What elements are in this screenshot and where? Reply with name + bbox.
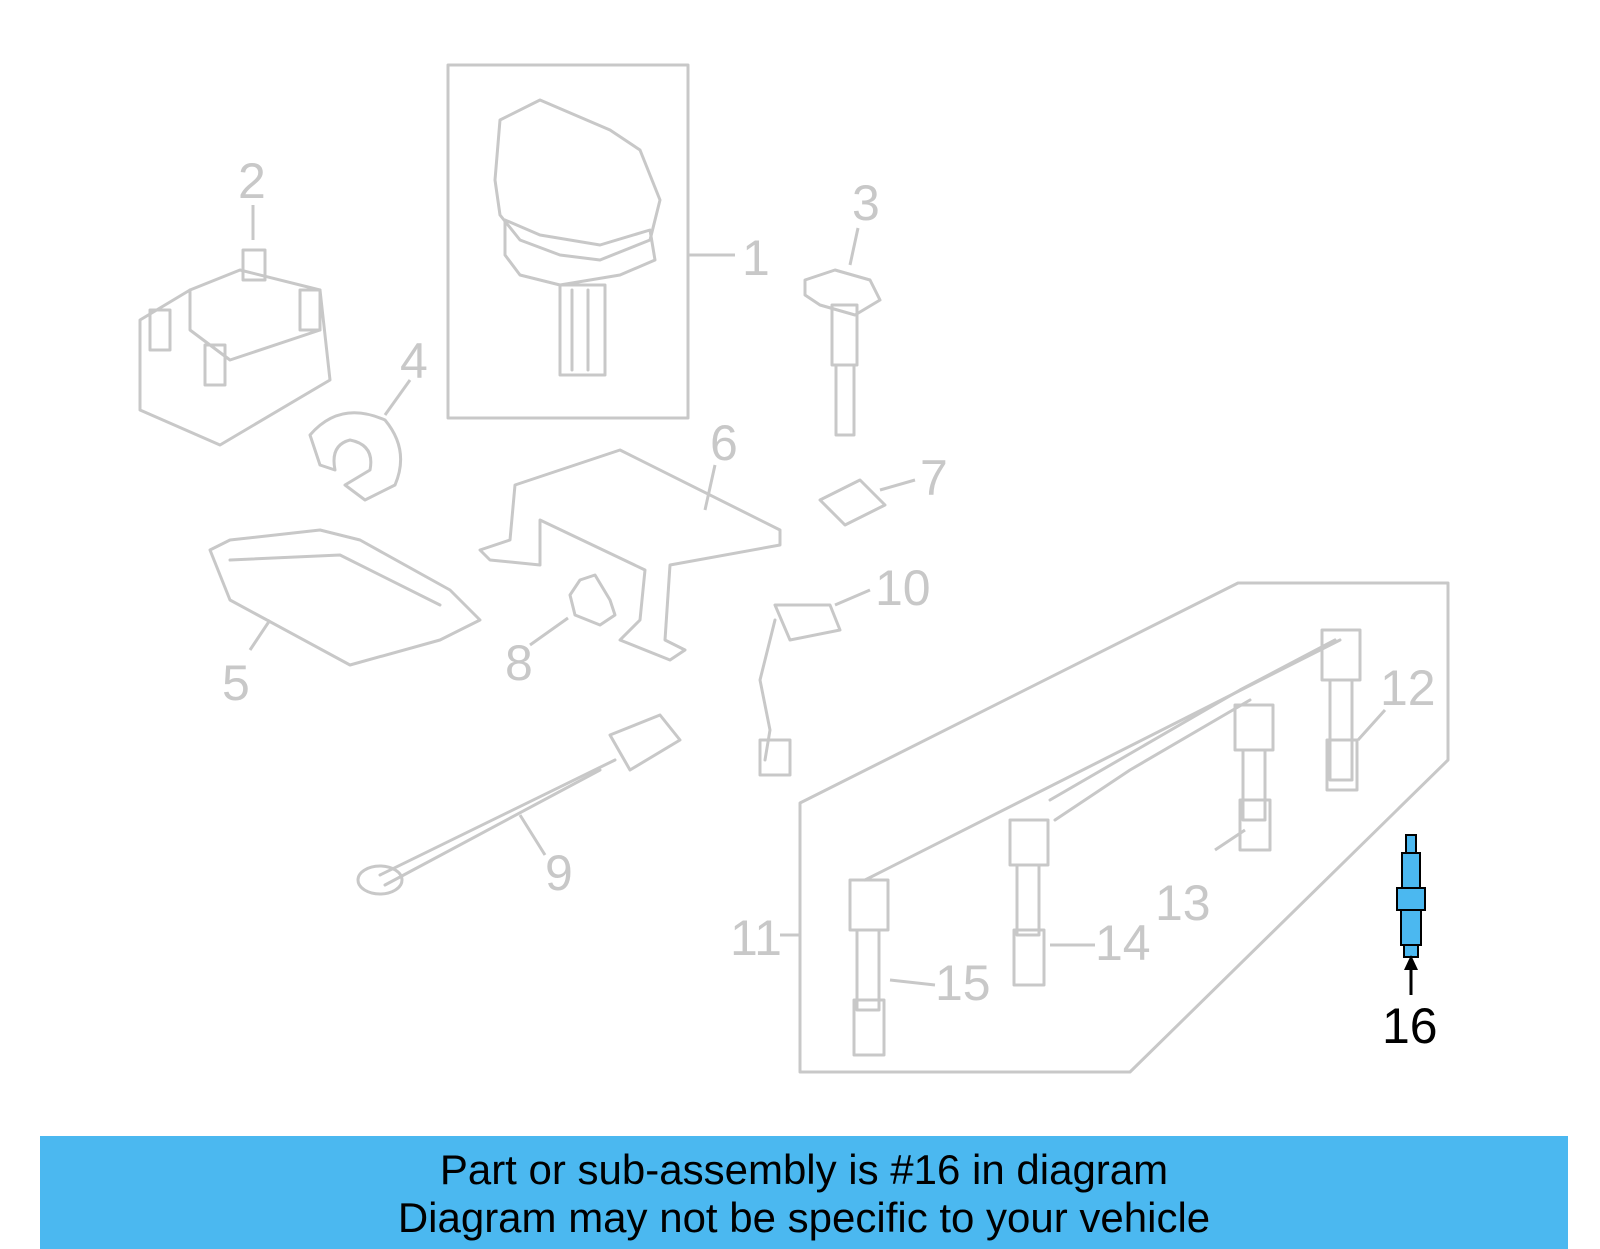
part-10-sensor-wire: [758, 588, 871, 777]
part-5-control-module: [208, 528, 482, 667]
callout-13: 13: [1155, 875, 1211, 931]
banner-line-2: Diagram may not be specific to your vehi…: [397, 1194, 1211, 1241]
banner-line-1: Part or sub-assembly is #16 in diagram: [439, 1146, 1169, 1193]
callout-8: 8: [505, 635, 533, 691]
callout-7: 7: [920, 450, 948, 506]
part-7-label: [818, 478, 916, 527]
callout-14: 14: [1095, 915, 1151, 971]
callout-15: 15: [935, 955, 991, 1011]
callout-11: 11: [730, 910, 782, 966]
part-8-grommet: [529, 573, 617, 647]
callout-5: 5: [222, 655, 250, 711]
info-banner: Part or sub-assembly is #16 in diagram D…: [40, 1136, 1568, 1249]
part-16-spark-plug: [1396, 834, 1426, 995]
part-11-ignition-wire-set: [780, 581, 1450, 1074]
part-3-coil-on-plug: [803, 227, 882, 437]
part-1-ignition-module: [446, 63, 735, 420]
callout-10: 10: [875, 560, 931, 616]
callout-1: 1: [742, 230, 770, 286]
part-9-sensor-cable: [356, 713, 682, 896]
part-2-coil-pack: [138, 205, 332, 447]
callout-2: 2: [238, 153, 266, 209]
callout-12: 12: [1380, 660, 1436, 716]
callout-6: 6: [710, 415, 738, 471]
callout-4: 4: [400, 333, 428, 389]
part-4-bracket: [308, 379, 412, 502]
callout-16: 16: [1382, 998, 1438, 1054]
callout-3: 3: [852, 175, 880, 231]
part-6-mounting-bracket: [478, 448, 782, 662]
callout-9: 9: [545, 845, 573, 901]
